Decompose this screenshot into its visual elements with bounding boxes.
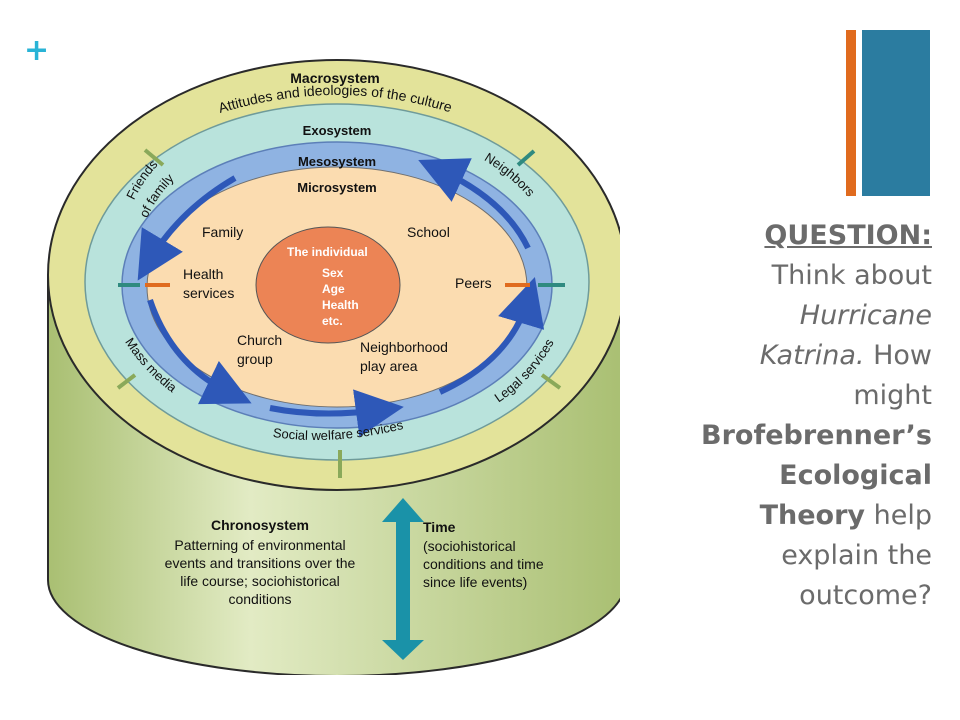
question-line-8: Theory (759, 500, 866, 531)
question-line-3: Katrina. (759, 340, 865, 371)
question-line-11: outcome? (799, 580, 932, 611)
individual-title: The individual (287, 245, 368, 259)
chronosystem-title: Chronosystem (211, 517, 309, 533)
individual-attr-health: Health (322, 298, 359, 312)
exosystem-title: Exosystem (303, 123, 372, 138)
individual-attr-etc: etc. (322, 314, 343, 328)
accent-bar-orange (846, 30, 856, 196)
peers-label: Peers (455, 275, 492, 291)
individual-attr-sex: Sex (322, 266, 344, 280)
time-line-2: conditions and time (423, 556, 544, 572)
question-line-9: help (873, 500, 932, 531)
time-title: Time (423, 519, 456, 535)
connector-arrows (116, 148, 565, 478)
chronosystem-line-2: events and transitions over the (165, 555, 356, 571)
chronosystem-line-1: Patterning of environmental (174, 537, 345, 553)
mesosystem-arrows (137, 158, 545, 437)
question-line-6: Brofebrenner’s (701, 420, 932, 451)
question-line-10: explain the (781, 540, 932, 571)
mesosystem-title: Mesosystem (298, 154, 376, 169)
question-line-5: might (853, 380, 932, 411)
neighborhood-label-2: play area (360, 358, 418, 374)
question-line-4: How (873, 340, 932, 371)
time-line-3: since life events) (423, 574, 527, 590)
health-services-label-2: services (183, 285, 234, 301)
time-arrow (382, 498, 424, 660)
question-line-2: Hurricane (799, 300, 932, 331)
time-line-1: (sociohistorical (423, 538, 516, 554)
church-group-label-1: Church (237, 332, 282, 348)
ecological-systems-diagram: Macrosystem Attitudes and ideologies of … (47, 59, 620, 675)
microsystem-title: Microsystem (297, 180, 376, 195)
individual-center (255, 226, 401, 344)
school-label: School (407, 224, 450, 240)
accent-bar-blue (862, 30, 930, 196)
question-text: QUESTION: Think about Hurricane Katrina.… (672, 216, 932, 616)
family-label: Family (202, 224, 243, 240)
question-heading: QUESTION: (764, 220, 932, 251)
question-line-1: Think about (771, 260, 932, 291)
question-line-7: Ecological (779, 460, 932, 491)
individual-attr-age: Age (322, 282, 345, 296)
chronosystem-line-3: life course; sociohistorical (180, 573, 340, 589)
church-group-label-2: group (237, 351, 273, 367)
chronosystem-line-4: conditions (228, 591, 291, 607)
neighborhood-label-1: Neighborhood (360, 339, 448, 355)
macrosystem-title: Macrosystem (290, 70, 380, 86)
health-services-label-1: Health (183, 266, 223, 282)
plus-icon: + (24, 33, 50, 68)
